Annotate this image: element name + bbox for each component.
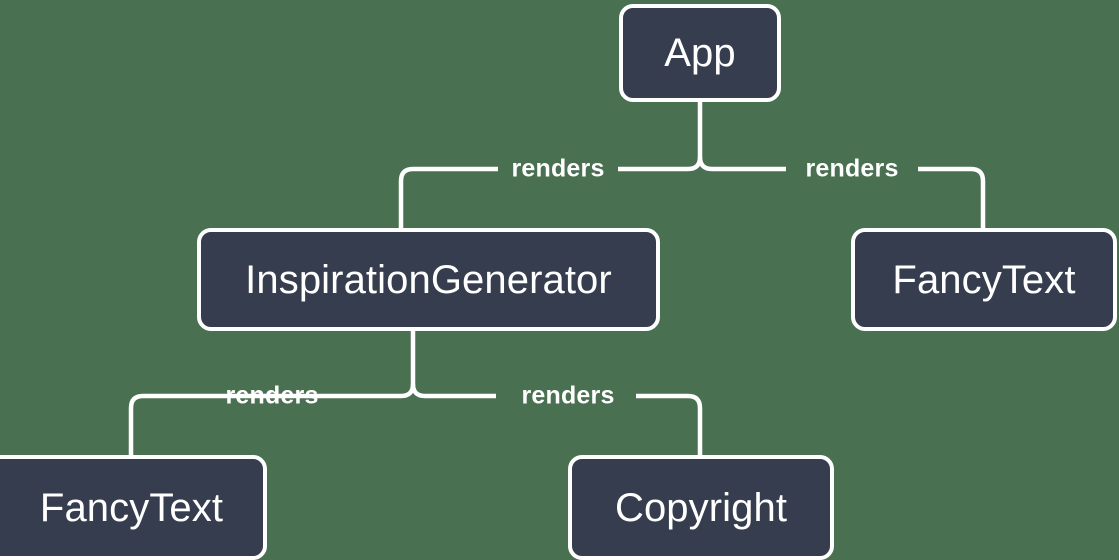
node-copyright[interactable]: Copyright [568,455,834,560]
node-inspiration-generator-label: InspirationGenerator [245,257,612,302]
edge-label-app-to-inspirationgenerator: renders [511,154,605,183]
edge-stub-inspirationgenerator [400,331,416,399]
edge-inspirationgenerator-to-copyright-outer [636,393,703,455]
node-fancytext-left[interactable]: FancyText [0,455,267,560]
node-inspiration-generator[interactable]: InspirationGenerator [197,228,660,331]
edge-label-inspirationgenerator-to-copyright: renders [521,381,615,410]
edge-stub-app-right [697,156,713,172]
edge-label-inspirationgenerator-to-fancytext-left: renders [225,381,319,410]
edge-label-app-to-fancytext-right: renders [805,154,899,183]
node-copyright-label: Copyright [614,485,788,530]
edge-stub-app [687,102,703,172]
edge-app-to-inspirationgenerator-outer [398,166,425,228]
node-app[interactable]: App [619,4,781,102]
node-app-label: App [664,31,736,75]
edge-inspirationgenerator-to-fancytext-left-outer [128,393,200,455]
edge-app-to-fancytext-right-outer [918,166,986,228]
node-fancytext-right[interactable]: FancyText [851,228,1117,331]
node-fancytext-left-label: FancyText [39,485,224,530]
node-fancytext-right-label: FancyText [892,257,1076,302]
edge-stub-inspirationgenerator-right [410,383,426,399]
